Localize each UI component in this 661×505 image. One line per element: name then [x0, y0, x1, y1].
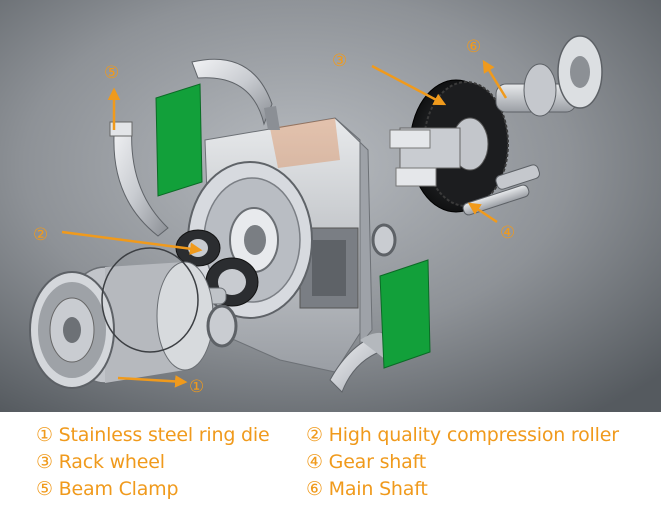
- callout-number-5: ⑤: [104, 63, 119, 83]
- callout-number-2: ②: [33, 225, 48, 245]
- washer-right: [371, 223, 397, 257]
- callout-arrows: [61, 59, 508, 388]
- ring-die: [29, 247, 214, 389]
- rack-wheel: [389, 79, 509, 213]
- green-cover-panel-right: [379, 259, 431, 369]
- legend-item-2: ② High quality compression roller: [306, 424, 619, 446]
- beam-clamp-top: [191, 58, 280, 130]
- callout-number-6: ⑥: [466, 37, 481, 57]
- legend-item-4: ④ Gear shaft: [306, 451, 426, 473]
- callout-arrow-4: [467, 202, 498, 224]
- exploded-view-render: ① ② ③ ④ ⑤ ⑥: [0, 0, 661, 412]
- main-shaft: [495, 35, 603, 117]
- legend-item-3: ③ Rack wheel: [36, 451, 165, 473]
- callout-number-3: ③: [332, 51, 347, 71]
- legend: ① Stainless steel ring die ② High qualit…: [0, 412, 661, 505]
- callout-arrow-1: [117, 375, 188, 388]
- callout-number-4: ④: [500, 223, 515, 243]
- beam-clamp-left: [109, 121, 169, 237]
- legend-item-5: ⑤ Beam Clamp: [36, 478, 179, 500]
- washer-left: [206, 304, 238, 348]
- legend-item-1: ① Stainless steel ring die: [36, 424, 270, 446]
- callout-arrow-2: [61, 230, 203, 255]
- callout-arrow-3: [371, 64, 447, 106]
- legend-item-6: ⑥ Main Shaft: [306, 478, 428, 500]
- callout-arrow-6: [482, 59, 508, 99]
- callout-number-1: ①: [189, 377, 204, 397]
- green-cover-panel-left: [155, 83, 203, 197]
